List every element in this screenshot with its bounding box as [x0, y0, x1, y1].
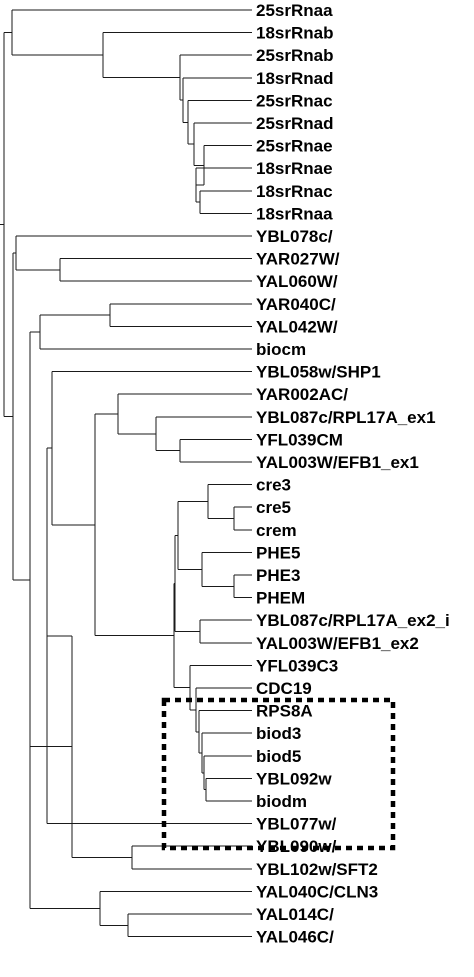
leaf-label: YBL092w: [256, 769, 332, 788]
leaf-label: PHE3: [256, 566, 300, 585]
leaf-label: 25srRnaa: [256, 1, 333, 20]
leaf-label: 18srRnac: [256, 182, 333, 201]
leaf-label: YBL077w/: [256, 815, 337, 834]
leaf-label: YBL078c/: [256, 227, 333, 246]
leaf-label: YBL058w/SHP1: [256, 363, 381, 382]
leaf-label: biodm: [256, 792, 307, 811]
leaf-label: YBL087c/RPL17A_ex2_i: [256, 611, 450, 630]
tree-branches: [0, 9, 252, 938]
leaf-label: biocm: [256, 340, 306, 359]
leaf-label: YFL039C3: [256, 656, 338, 675]
leaf-label: 25srRnad: [256, 114, 333, 133]
leaf-label: YAL014C/: [256, 905, 334, 924]
leaf-label: YAL040C/CLN3: [256, 882, 378, 901]
leaf-label: 18srRnaa: [256, 204, 333, 223]
leaf-label: 25srRnae: [256, 137, 333, 156]
leaf-label: 18srRnae: [256, 159, 333, 178]
leaf-label: biod3: [256, 724, 301, 743]
leaf-label: PHEM: [256, 589, 305, 608]
leaf-label: YAL046C/: [256, 928, 334, 947]
leaf-label: YAL003W/EFB1_ex2: [256, 634, 419, 653]
leaf-label: YBL087c/RPL17A_ex1: [256, 408, 436, 427]
leaf-label: cre5: [256, 498, 291, 517]
leaf-label: 18srRnad: [256, 69, 333, 88]
leaf-label: YAR040C/: [256, 295, 336, 314]
leaf-label: YAR002AC/: [256, 385, 348, 404]
leaf-label: 25srRnac: [256, 91, 333, 110]
highlight-box: [161, 697, 396, 851]
leaf-labels: 25srRnaa 18srRnab 25srRnab 18srRnad 25srRnac…: [256, 1, 450, 947]
leaf-label: YAL060W/: [256, 272, 338, 291]
leaf-label: YAL003W/EFB1_ex1: [256, 453, 419, 472]
leaf-label: cre3: [256, 476, 291, 495]
leaf-label: 18srRnab: [256, 24, 333, 43]
leaf-label: 25srRnab: [256, 46, 333, 65]
leaf-label: RPS8A: [256, 702, 313, 721]
leaf-label: YAR027W/: [256, 250, 340, 269]
leaf-label: biod5: [256, 747, 301, 766]
leaf-label: CDC19: [256, 679, 312, 698]
leaf-label: YBL102w/SFT2: [256, 860, 378, 879]
leaf-label: crem: [256, 521, 297, 540]
leaf-label: YAL042W/: [256, 317, 338, 336]
leaf-label: YFL039CM: [256, 430, 343, 449]
leaf-label: PHE5: [256, 543, 300, 562]
